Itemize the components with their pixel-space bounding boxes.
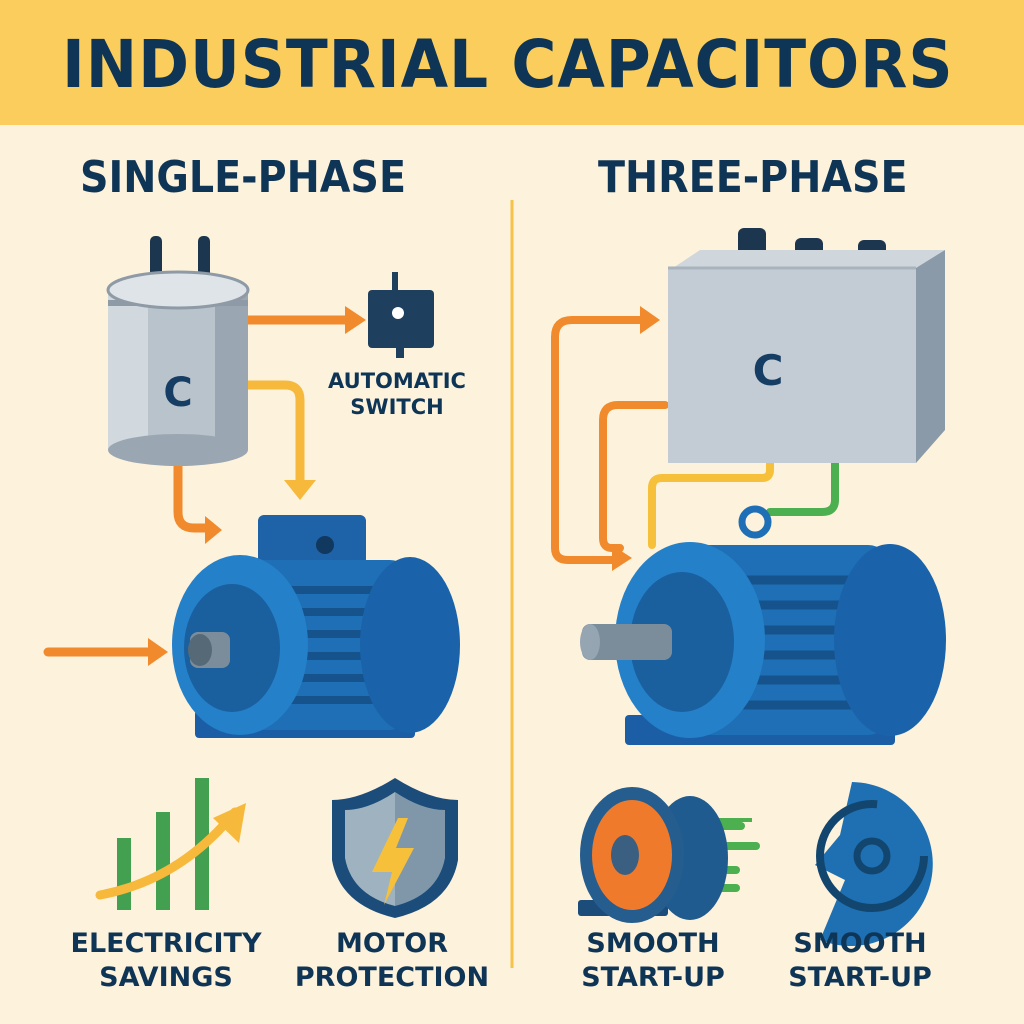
benefit-line1: MOTOR bbox=[336, 928, 448, 959]
arrow-icon bbox=[640, 306, 660, 334]
benefit-electricity-savings: ELECTRICITY SAVINGS bbox=[71, 927, 262, 995]
arrow-icon bbox=[345, 306, 366, 334]
shield-lightning-icon bbox=[332, 778, 458, 918]
benefit-smooth-startup-2: SMOOTH START-UP bbox=[788, 927, 932, 995]
benefit-line2: PROTECTION bbox=[294, 961, 490, 993]
arrow-icon bbox=[284, 480, 316, 500]
benefit-line1: SMOOTH bbox=[586, 928, 720, 959]
benefit-line2: START-UP bbox=[581, 961, 725, 993]
three-phase-heading: THREE-PHASE bbox=[598, 152, 908, 203]
three-phase-motor-icon bbox=[580, 505, 946, 745]
arrow-icon bbox=[148, 638, 168, 666]
benefit-line2: START-UP bbox=[788, 961, 932, 993]
motor-icon bbox=[578, 787, 760, 923]
automatic-switch-label: AUTOMATIC SWITCH bbox=[328, 368, 466, 421]
benefit-line2: SAVINGS bbox=[99, 961, 233, 993]
three-capacitor-label: C bbox=[752, 346, 784, 395]
three-phase-wires bbox=[551, 316, 839, 564]
arrow-icon bbox=[205, 516, 222, 544]
three-phase-capacitor-icon bbox=[668, 228, 945, 463]
automatic-switch-icon bbox=[368, 272, 434, 358]
spiral-disc-icon bbox=[815, 782, 933, 946]
single-phase-wires bbox=[43, 315, 350, 657]
benefit-line1: SMOOTH bbox=[793, 928, 927, 959]
single-phase-capacitor-icon bbox=[106, 236, 250, 466]
title-banner bbox=[0, 0, 1024, 125]
single-phase-heading: SINGLE-PHASE bbox=[80, 152, 407, 203]
benefit-motor-protection: MOTOR PROTECTION bbox=[295, 927, 489, 995]
bar-chart-growth-icon bbox=[95, 778, 246, 910]
page-title: INDUSTRIAL CAPACITORS bbox=[62, 26, 954, 103]
benefit-line1: ELECTRICITY bbox=[70, 928, 262, 959]
switch-label-line1: AUTOMATIC bbox=[328, 369, 466, 393]
arrow-icon bbox=[612, 545, 632, 571]
single-phase-motor-icon bbox=[172, 515, 460, 738]
single-capacitor-label: C bbox=[163, 370, 193, 416]
switch-label-line2: SWITCH bbox=[350, 395, 444, 420]
benefit-smooth-startup-1: SMOOTH START-UP bbox=[581, 927, 725, 995]
